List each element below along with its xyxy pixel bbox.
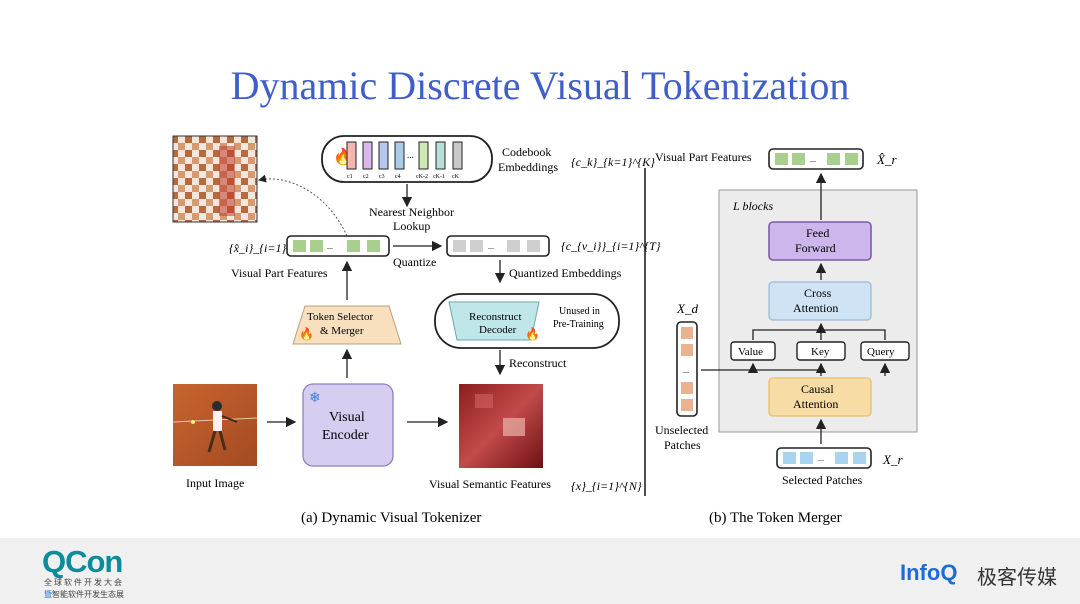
svg-text:Causal: Causal: [801, 382, 834, 396]
caption-a: (a) Dynamic Visual Tokenizer: [301, 510, 481, 526]
codebook-entry: cK-2: [416, 174, 428, 180]
visual-encoder: ❄ Visual Encoder: [302, 383, 394, 467]
svg-text:...: ...: [810, 155, 816, 164]
codebook-entry: cK: [452, 174, 460, 180]
slide-title: Dynamic Discrete Visual Tokenization: [230, 63, 850, 108]
infoq-logo: InfoQ: [900, 560, 958, 585]
visual-semantic-features-label: Visual Semantic Features: [429, 477, 551, 491]
svg-text:...: ...: [327, 242, 333, 251]
xr-hat: X̂_r: [876, 152, 897, 167]
svg-text:Decoder: Decoder: [479, 324, 517, 336]
cross-attention: Cross Attention: [768, 281, 872, 321]
value-box: Value: [730, 341, 776, 361]
codebook-entry: cK-1: [433, 174, 445, 180]
input-image: [172, 384, 258, 466]
nearest-label-1: Nearest Neighbor: [369, 205, 454, 219]
unused-label-2: Pre-Training: [553, 319, 604, 330]
infoq-brand: 极客传媒: [977, 565, 1057, 589]
svg-text:Forward: Forward: [795, 241, 836, 255]
key-box: Key: [796, 341, 846, 361]
selected-patches: ...: [776, 447, 872, 469]
fire-icon: 🔥: [525, 327, 540, 341]
nearest-label-2: Lookup: [393, 219, 430, 233]
codebook-entry: c3: [379, 174, 385, 180]
xd-label: X_d: [676, 301, 698, 316]
caption-b: (b) The Token Merger: [709, 510, 842, 526]
qcon-subtitle: 全球软件开发大会: [44, 578, 124, 587]
codebook-math: {c_k}_{k=1}^{K}: [571, 155, 655, 169]
footer-bar: [0, 538, 1080, 604]
reconstruct-label: Reconstruct: [509, 356, 567, 370]
qcon-logo: QCon: [42, 544, 123, 579]
svg-text:...: ...: [818, 454, 824, 463]
selected-patches-label: Selected Patches: [782, 473, 863, 487]
quantized-embeddings-label: Quantized Embeddings: [509, 266, 622, 280]
svg-text:Visual: Visual: [329, 410, 365, 425]
unselected-label-1: Unselected: [655, 423, 708, 437]
unselected-patches: ...: [676, 321, 698, 417]
svg-text:Attention: Attention: [793, 397, 838, 411]
svg-text:...: ...: [683, 366, 689, 375]
svg-text:Query: Query: [867, 346, 895, 358]
codebook: 🔥 ... c1 c2 c3 c4 cK-2 cK-1 cK: [321, 135, 493, 183]
quantized-tokens: ...: [446, 235, 550, 257]
svg-text:Reconstruct: Reconstruct: [469, 311, 522, 323]
l-blocks-label: L blocks: [732, 199, 773, 213]
codebook-entry: c4: [395, 174, 401, 180]
quantize-label: Quantize: [393, 255, 436, 269]
cv-math: {c_{v_i}}_{i=1}^{T}: [561, 239, 661, 253]
qcon-subtitle-2: 暨智能软件开发生态展: [44, 590, 124, 599]
input-image-label: Input Image: [186, 476, 244, 490]
codebook-label-2: Embeddings: [498, 160, 558, 174]
snowflake-icon: ❄: [309, 391, 321, 406]
svg-text:...: ...: [488, 242, 494, 251]
b-output-tokens: ...: [768, 148, 864, 170]
svg-text:Encoder: Encoder: [322, 428, 369, 443]
codebook-entry: c2: [363, 174, 369, 180]
codebook-label-1: Codebook: [502, 145, 551, 159]
figure-svg: 🔥 ... c1 c2 c3 c4 cK-2 cK-1 cK Codebook …: [172, 135, 918, 526]
svg-text:Value: Value: [738, 346, 763, 358]
xr-label: X_r: [882, 452, 903, 467]
codebook-entry: c1: [347, 174, 353, 180]
visual-part-features-label: Visual Part Features: [231, 266, 328, 280]
token-selector-merger: Token Selector & Merger 🔥: [292, 305, 402, 345]
masked-image: [172, 135, 258, 223]
figure-panel: 🔥 ... c1 c2 c3 c4 cK-2 cK-1 cK Codebook …: [157, 122, 927, 532]
svg-text:Token Selector: Token Selector: [307, 311, 373, 323]
visual-part-tokens: ...: [286, 235, 390, 257]
unused-label-1: Unused in: [559, 306, 600, 317]
b-visual-part-features: Visual Part Features: [655, 150, 752, 164]
svg-text:Attention: Attention: [793, 301, 838, 315]
unselected-label-2: Patches: [664, 438, 701, 452]
fire-icon: 🔥: [299, 327, 314, 341]
svg-text:Cross: Cross: [804, 286, 832, 300]
x-math: {x}_{i=1}^{N}: [571, 479, 642, 493]
svg-text:& Merger: & Merger: [320, 325, 364, 337]
query-box: Query: [860, 341, 910, 361]
svg-text:Key: Key: [811, 346, 830, 358]
svg-text:...: ...: [407, 150, 414, 160]
svg-text:Feed: Feed: [806, 226, 829, 240]
causal-attention: Causal Attention: [768, 377, 872, 417]
visual-semantic-features-map: [459, 384, 543, 468]
feed-forward: Feed Forward: [768, 221, 872, 261]
reconstruct-decoder-group: Reconstruct Decoder 🔥 Unused in Pre-Trai…: [434, 293, 620, 349]
